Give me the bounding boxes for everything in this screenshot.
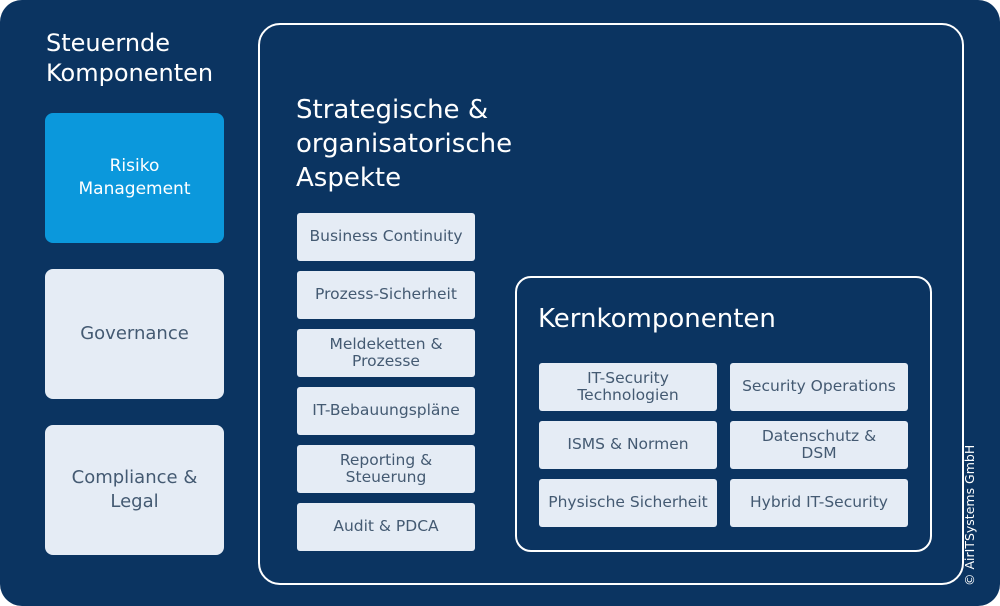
it-bebauungsplaene-box: IT-Bebauungspläne [297, 387, 475, 435]
physische-sicherheit-box: Physische Sicherheit [539, 479, 717, 527]
copyright-notice: © AirITSystems GmbH [962, 444, 977, 586]
prozess-sicherheit-box: Prozess-Sicherheit [297, 271, 475, 319]
meldeketten-box: Meldeketten & Prozesse [297, 329, 475, 377]
strategic-frame [258, 23, 964, 585]
kernkomponenten-title: Kernkomponenten [538, 304, 776, 334]
isms-normen-box: ISMS & Normen [539, 421, 717, 469]
reporting-steuerung-box: Reporting & Steuerung [297, 445, 475, 493]
kernkomponenten-frame [515, 276, 932, 552]
datenschutz-dsm-box: Datenschutz & DSM [730, 421, 908, 469]
hybrid-it-security-box: Hybrid IT-Security [730, 479, 908, 527]
governance-box: Governance [45, 269, 224, 399]
it-security-technologien-box: IT-Security Technologien [539, 363, 717, 411]
steuernde-komponenten-title: Steuernde Komponenten [46, 29, 214, 87]
risiko-management-box: Risiko Management [45, 113, 224, 243]
audit-pdca-box: Audit & PDCA [297, 503, 475, 551]
business-continuity-box: Business Continuity [297, 213, 475, 261]
security-operations-box: Security Operations [730, 363, 908, 411]
compliance-legal-box: Compliance & Legal [45, 425, 224, 555]
strategic-title: Strategische & organisatorische Aspekte [296, 95, 513, 193]
